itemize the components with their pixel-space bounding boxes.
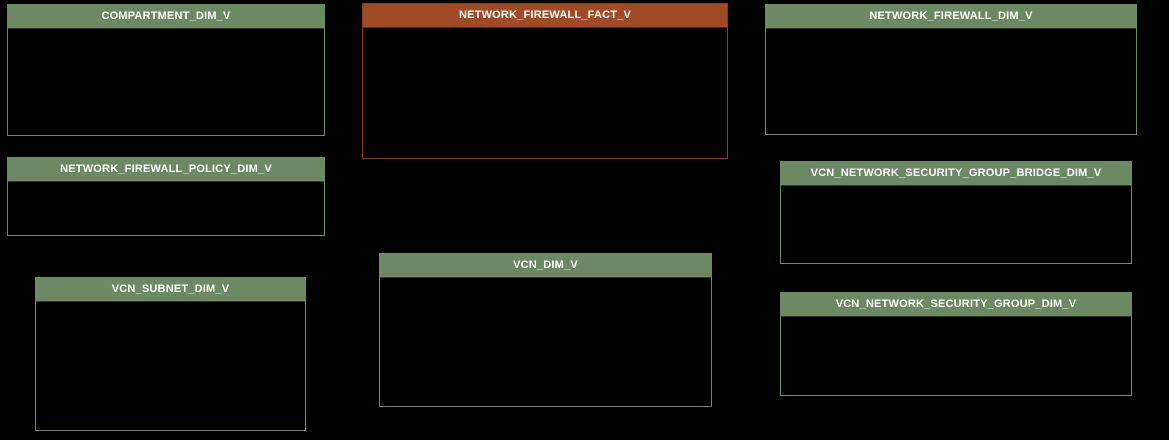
entity-network-firewall-fact-v[interactable]: NETWORK_FIREWALL_FACT_V xyxy=(362,3,728,159)
entity-body-network-firewall-dim-v xyxy=(766,29,1136,134)
entity-network-firewall-policy-dim-v[interactable]: NETWORK_FIREWALL_POLICY_DIM_V xyxy=(7,157,325,236)
entity-title-vcn-subnet-dim-v[interactable]: VCN_SUBNET_DIM_V xyxy=(36,278,305,302)
entity-body-vcn-subnet-dim-v xyxy=(36,302,305,430)
entity-body-vcn-network-security-group-bridge-dim-v xyxy=(781,186,1131,263)
entity-body-network-firewall-fact-v xyxy=(363,28,727,158)
entity-title-compartment-dim-v[interactable]: COMPARTMENT_DIM_V xyxy=(8,5,324,29)
entity-network-firewall-dim-v[interactable]: NETWORK_FIREWALL_DIM_V xyxy=(765,4,1137,135)
entity-vcn-network-security-group-dim-v[interactable]: VCN_NETWORK_SECURITY_GROUP_DIM_V xyxy=(780,292,1132,396)
entity-compartment-dim-v[interactable]: COMPARTMENT_DIM_V xyxy=(7,4,325,136)
entity-title-network-firewall-fact-v[interactable]: NETWORK_FIREWALL_FACT_V xyxy=(363,4,727,28)
entity-title-network-firewall-policy-dim-v[interactable]: NETWORK_FIREWALL_POLICY_DIM_V xyxy=(8,158,324,182)
entity-vcn-network-security-group-bridge-dim-v[interactable]: VCN_NETWORK_SECURITY_GROUP_BRIDGE_DIM_V xyxy=(780,161,1132,264)
entity-body-vcn-dim-v xyxy=(380,278,711,406)
entity-title-vcn-network-security-group-bridge-dim-v[interactable]: VCN_NETWORK_SECURITY_GROUP_BRIDGE_DIM_V xyxy=(781,162,1131,186)
entity-title-network-firewall-dim-v[interactable]: NETWORK_FIREWALL_DIM_V xyxy=(766,5,1136,29)
entity-vcn-subnet-dim-v[interactable]: VCN_SUBNET_DIM_V xyxy=(35,277,306,431)
entity-body-vcn-network-security-group-dim-v xyxy=(781,317,1131,395)
entity-body-network-firewall-policy-dim-v xyxy=(8,182,324,235)
entity-title-vcn-dim-v[interactable]: VCN_DIM_V xyxy=(380,254,711,278)
entity-title-vcn-network-security-group-dim-v[interactable]: VCN_NETWORK_SECURITY_GROUP_DIM_V xyxy=(781,293,1131,317)
entity-vcn-dim-v[interactable]: VCN_DIM_V xyxy=(379,253,712,407)
entity-body-compartment-dim-v xyxy=(8,29,324,135)
